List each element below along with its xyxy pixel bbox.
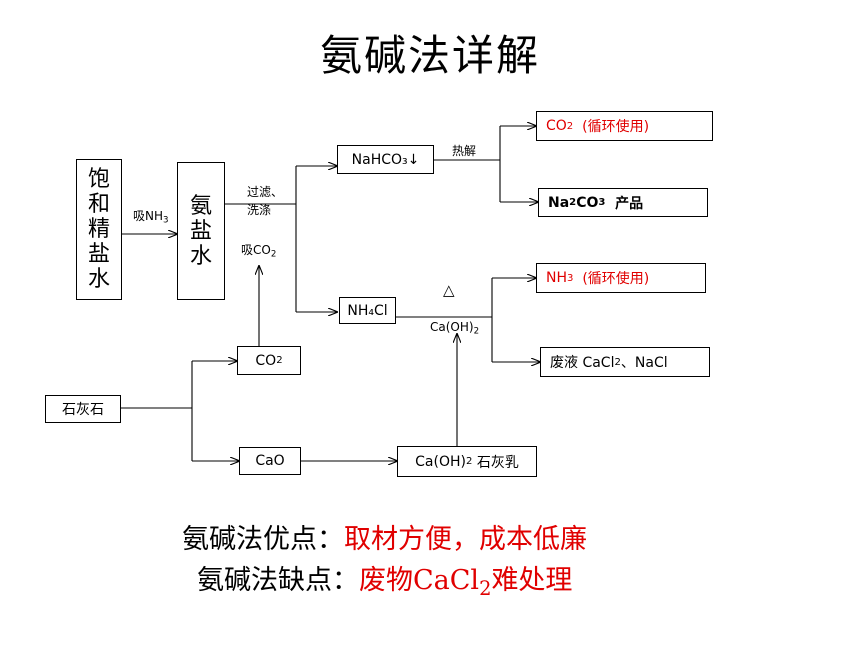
saturated-brine-box: 饱 和 精 盐 水 <box>76 159 122 300</box>
na2co3-sub2: 3 <box>598 197 606 208</box>
brine-char: 盐 <box>87 242 110 267</box>
nh3-sub: 3 <box>567 272 574 284</box>
waste-prefix: 废液 CaCl <box>550 355 615 371</box>
waste-suffix: 、NaCl <box>620 355 668 371</box>
disadvantages-value-suffix: 难处理 <box>491 565 573 596</box>
limestone-box: 石灰石 <box>45 395 121 423</box>
absorb-nh3-label: 吸NH3 <box>133 207 169 226</box>
ammonia-brine-char: 盐 <box>189 218 212 244</box>
brine-char: 和 <box>87 192 110 217</box>
caoh2-sub: 2 <box>473 326 480 337</box>
filter-wash-label-1: 过滤、 <box>247 185 284 199</box>
nahco3-box: NaHCO₃↓ <box>337 145 434 174</box>
na2co3-formula: Na <box>548 194 570 211</box>
disadvantages-value-prefix: 废物CaCl <box>359 565 480 596</box>
na2co3-sub1: 2 <box>569 197 577 208</box>
ammonia-brine-box: 氨 盐 水 <box>177 162 225 300</box>
cao-box: CaO <box>239 447 301 475</box>
advantages-label: 氨碱法优点： <box>182 524 344 555</box>
co2-recycle-sub: 2 <box>566 120 574 132</box>
lime-milk-formula: Ca(OH) <box>415 453 466 470</box>
caoh2-text: Ca(OH) <box>430 320 474 334</box>
cao-label: CaO <box>255 453 285 469</box>
heat-decompose-label: 热解 <box>452 144 477 158</box>
limestone-label: 石灰石 <box>62 402 104 418</box>
advantages-line: 氨碱法优点：取材方便，成本低廉 <box>182 517 587 556</box>
co2-formula: CO <box>255 352 277 369</box>
disadvantages-line: 氨碱法缺点：废物CaCl2难处理 <box>197 558 572 600</box>
heat-symbol: △ <box>443 281 455 299</box>
waste-sub: 2 <box>614 356 621 368</box>
co2-recycle-note: (循环使用) <box>582 119 650 135</box>
brine-char: 饱 <box>87 167 110 192</box>
caoh2-label: Ca(OH)2 <box>430 320 479 337</box>
absorb-co2-sub: 2 <box>270 249 277 260</box>
disadvantages-value-sub: 2 <box>479 576 492 600</box>
na2co3-note: 产品 <box>615 195 644 212</box>
co2-sub: 2 <box>276 355 283 366</box>
lime-milk-box: Ca(OH)2 石灰乳 <box>397 446 537 477</box>
absorb-co2-text: 吸CO <box>241 243 271 257</box>
brine-char: 精 <box>87 217 110 242</box>
lime-milk-sub: 2 <box>465 456 473 467</box>
nh4cl-label: NH₄Cl <box>347 302 388 319</box>
ammonia-brine-char: 氨 <box>189 193 212 219</box>
nh3-formula: NH <box>546 270 567 286</box>
disadvantages-label: 氨碱法缺点： <box>197 565 359 596</box>
absorb-nh3-sub: 3 <box>163 215 169 226</box>
absorb-nh3-text: 吸NH <box>133 209 164 223</box>
lime-milk-note: 石灰乳 <box>476 454 519 471</box>
page-title: 氨碱法详解 <box>319 31 540 80</box>
nh4cl-box: NH₄Cl <box>339 297 396 324</box>
filter-wash-label-2: 洗涤 <box>247 203 272 217</box>
nh3-note: (循环使用) <box>582 271 650 287</box>
co2-recycle-formula: CO <box>546 118 567 134</box>
brine-char: 水 <box>87 267 110 292</box>
nahco3-label: NaHCO₃↓ <box>351 151 420 168</box>
na2co3-mid: CO <box>576 194 599 211</box>
absorb-co2-label: 吸CO2 <box>241 241 276 260</box>
ammonia-brine-char: 水 <box>189 243 212 269</box>
advantages-value: 取材方便，成本低廉 <box>344 524 587 555</box>
